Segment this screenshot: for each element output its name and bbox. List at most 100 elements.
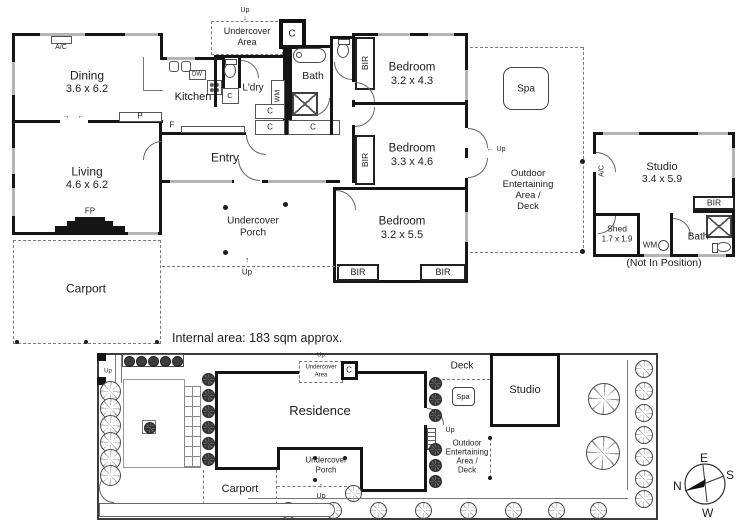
path-line bbox=[627, 360, 628, 490]
fireplace bbox=[75, 217, 105, 221]
bir-label: BIR bbox=[360, 152, 370, 168]
wall bbox=[277, 447, 363, 450]
undercover-area-label: Undercover bbox=[223, 26, 271, 37]
compass-e: E bbox=[700, 451, 708, 465]
compass: E S W N bbox=[673, 451, 734, 520]
porch-label-site: Porch bbox=[315, 465, 337, 475]
wall bbox=[490, 353, 493, 427]
undercover-area-label: Undercover bbox=[305, 364, 337, 371]
pantry-label: P bbox=[137, 111, 143, 121]
outdoor-label-site: Area / bbox=[456, 456, 478, 466]
window bbox=[698, 254, 726, 257]
door-arc bbox=[143, 141, 162, 160]
wall bbox=[214, 55, 217, 107]
tree bbox=[100, 432, 121, 453]
studio-dims: 3.4 x 5.9 bbox=[641, 173, 683, 186]
undercover-area-label: Area bbox=[314, 372, 328, 379]
marker-dot bbox=[580, 249, 585, 254]
up-label: Up bbox=[316, 493, 326, 501]
door-arc bbox=[238, 159, 260, 181]
bir-label: BIR bbox=[706, 197, 722, 208]
wall bbox=[360, 447, 363, 492]
wall bbox=[424, 425, 427, 492]
wall bbox=[330, 36, 355, 39]
compass-needle bbox=[685, 479, 706, 491]
ac-unit bbox=[51, 36, 72, 44]
window bbox=[128, 232, 158, 235]
wall bbox=[277, 447, 280, 470]
window bbox=[40, 33, 85, 36]
counter-line bbox=[143, 57, 144, 90]
outdoor-edge bbox=[490, 438, 491, 478]
door-arc bbox=[468, 128, 488, 148]
window bbox=[465, 70, 468, 100]
outdoor-label-site: Outdoor bbox=[452, 438, 482, 448]
wall bbox=[215, 371, 218, 470]
outdoor-label-site: Entertaining bbox=[445, 447, 489, 457]
marker-dot bbox=[488, 476, 492, 480]
cupboard-box bbox=[222, 88, 239, 104]
outdoor-label: Deck bbox=[517, 200, 539, 212]
window bbox=[428, 33, 454, 36]
window bbox=[170, 180, 232, 183]
up-label: Up bbox=[104, 368, 112, 375]
tree bbox=[635, 490, 653, 508]
shed-dims: 1.7 x 1.9 bbox=[601, 234, 633, 244]
small-tree bbox=[144, 422, 156, 434]
tree bbox=[548, 502, 565, 519]
bush bbox=[202, 405, 215, 418]
shower bbox=[706, 215, 732, 238]
wall bbox=[732, 132, 735, 257]
hedge bbox=[148, 356, 159, 367]
cupboard-label: C bbox=[267, 106, 273, 116]
fireplace-label: FP bbox=[84, 206, 96, 216]
door-arc bbox=[334, 62, 352, 80]
gate-post bbox=[97, 377, 106, 385]
tree bbox=[415, 502, 432, 519]
up-arrow-icon: ↑ bbox=[245, 255, 249, 265]
path-line bbox=[115, 355, 116, 383]
toilet bbox=[716, 242, 731, 252]
tree bbox=[460, 502, 477, 519]
spa-label-site: Spa bbox=[456, 391, 470, 401]
sink bbox=[169, 61, 179, 72]
cupboard-label: C bbox=[310, 122, 316, 132]
wall bbox=[557, 353, 560, 427]
bedroom2-label: Bedroom bbox=[388, 142, 436, 155]
wall bbox=[424, 371, 427, 408]
porch-edge bbox=[162, 266, 340, 267]
deck-edge bbox=[437, 379, 490, 380]
wall bbox=[12, 33, 163, 36]
porch-label: Undercover bbox=[227, 215, 279, 227]
porch-post bbox=[283, 202, 288, 207]
washing-machine bbox=[658, 240, 669, 251]
door-arc bbox=[355, 107, 375, 127]
wall bbox=[360, 489, 427, 492]
wall bbox=[490, 353, 560, 356]
deck-edge bbox=[583, 47, 584, 253]
compass-n: N bbox=[673, 479, 682, 493]
up-label: Up bbox=[241, 267, 253, 277]
bedroom2-dims: 3.3 x 4.6 bbox=[390, 155, 434, 168]
bir-label: BIR bbox=[435, 267, 451, 278]
bush bbox=[429, 393, 442, 406]
path-line bbox=[248, 498, 628, 499]
marker-dot bbox=[580, 159, 585, 164]
window bbox=[644, 254, 672, 257]
porch-label: Porch bbox=[239, 227, 267, 239]
bush bbox=[429, 377, 442, 390]
pantry-box bbox=[119, 112, 162, 122]
window bbox=[603, 132, 639, 135]
window bbox=[378, 33, 410, 36]
bedroom3-dims: 3.2 x 5.5 bbox=[380, 228, 424, 241]
marker-dot bbox=[488, 436, 492, 440]
porch-post bbox=[343, 456, 347, 460]
studio-label: Studio bbox=[646, 160, 678, 173]
chimney-box-site bbox=[341, 361, 358, 380]
bedroom1-dims: 3.2 x 4.3 bbox=[390, 74, 434, 87]
bedroom3-label: Bedroom bbox=[378, 215, 426, 228]
bush bbox=[202, 453, 215, 466]
hedge bbox=[124, 356, 135, 367]
wall bbox=[330, 36, 333, 135]
toilet-tank bbox=[712, 243, 718, 253]
